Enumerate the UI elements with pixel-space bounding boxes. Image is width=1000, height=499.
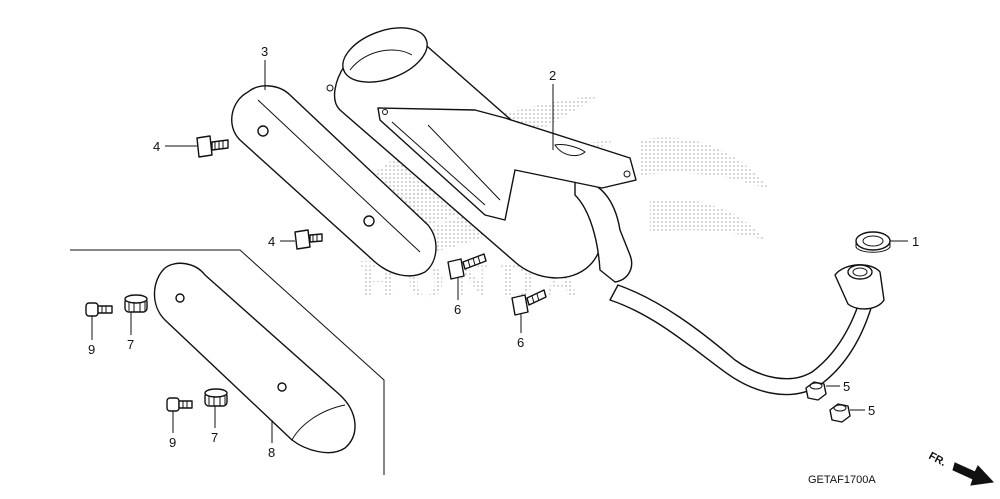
protector-cover-frame xyxy=(70,249,385,475)
callout-9-upper: 9 xyxy=(88,342,95,357)
callout-9-lower: 9 xyxy=(169,435,176,450)
callout-5-upper: 5 xyxy=(843,379,850,394)
callout-4-lower: 4 xyxy=(268,234,275,249)
front-direction-indicator: FR. xyxy=(927,450,995,486)
protector-cover xyxy=(153,262,356,454)
collar-7-lower xyxy=(204,388,228,407)
screw-9-lower xyxy=(166,397,193,412)
nut-5-upper xyxy=(805,381,827,401)
callout-3: 3 xyxy=(261,44,268,59)
exhaust-gasket xyxy=(855,231,891,253)
exhaust-flange xyxy=(834,264,885,310)
callout-6-left: 6 xyxy=(454,302,461,317)
callout-1: 1 xyxy=(912,234,919,249)
callout-7-upper: 7 xyxy=(127,337,134,352)
collar-7-upper xyxy=(124,294,148,313)
callout-6-right: 6 xyxy=(517,335,524,350)
diagram-code: GETAF1700A xyxy=(808,474,876,486)
nut-5-lower xyxy=(829,403,851,423)
muffler-bracket xyxy=(377,107,637,221)
callout-4-upper: 4 xyxy=(153,139,160,154)
leader-lines xyxy=(91,60,908,443)
front-arrow-icon xyxy=(952,462,995,486)
muffler-protector xyxy=(231,85,437,277)
callout-5-lower: 5 xyxy=(868,403,875,418)
bolt-4-lower xyxy=(294,229,323,250)
callout-2: 2 xyxy=(549,68,556,83)
bolt-4-upper xyxy=(196,135,229,158)
callout-8: 8 xyxy=(268,445,275,460)
muffler-assembly xyxy=(326,27,885,396)
callout-7-lower: 7 xyxy=(211,430,218,445)
bolt-6-right xyxy=(511,289,547,316)
front-label: FR. xyxy=(927,450,948,469)
bolt-6-left xyxy=(447,253,487,280)
screw-9-upper xyxy=(85,302,113,317)
callout-labels: 1 2 3 4 4 5 5 6 6 7 7 8 9 9 xyxy=(88,44,919,460)
